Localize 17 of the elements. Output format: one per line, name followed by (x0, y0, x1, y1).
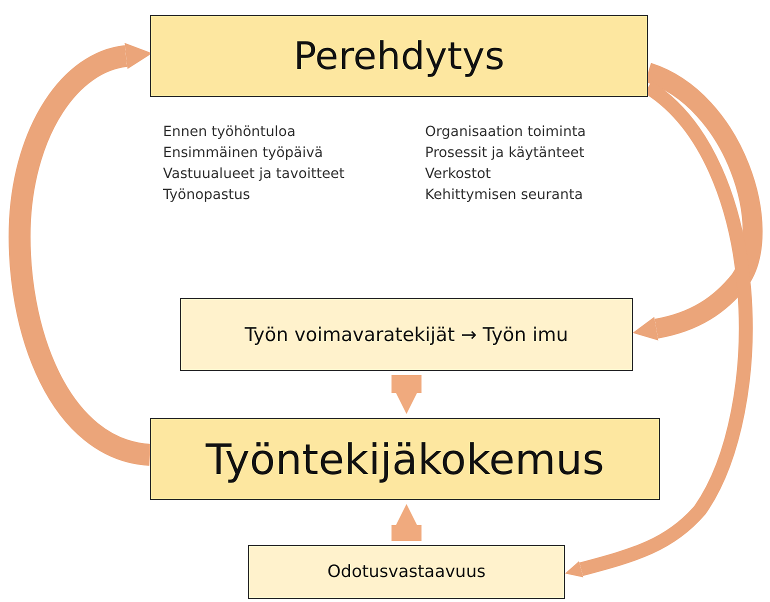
list-item: Työnopastus (163, 187, 250, 203)
block-arrow (392, 375, 422, 414)
list-item: Prosessit ja käytänteet (425, 145, 584, 161)
list-item: Vastuualueet ja tavoitteet (163, 166, 345, 182)
block-arrow (392, 504, 422, 541)
process-box: Työntekijäkokemus (150, 418, 660, 500)
process-box: Työn voimavaratekijät → Työn imu (180, 298, 633, 371)
process-box: Odotusvastaavuus (248, 545, 565, 599)
curved-arrow (632, 63, 763, 340)
list-item: Ennen työhöntuloa (163, 124, 296, 140)
list-item: Ensimmäinen työpäivä (163, 145, 324, 161)
process-box: Perehdytys (150, 15, 648, 97)
list-item: Organisaation toiminta (425, 124, 586, 140)
list-item: Kehittymisen seuranta (425, 187, 583, 203)
curved-arrow (8, 43, 152, 466)
curved-arrow (564, 82, 753, 578)
list-item: Verkostot (425, 166, 491, 182)
